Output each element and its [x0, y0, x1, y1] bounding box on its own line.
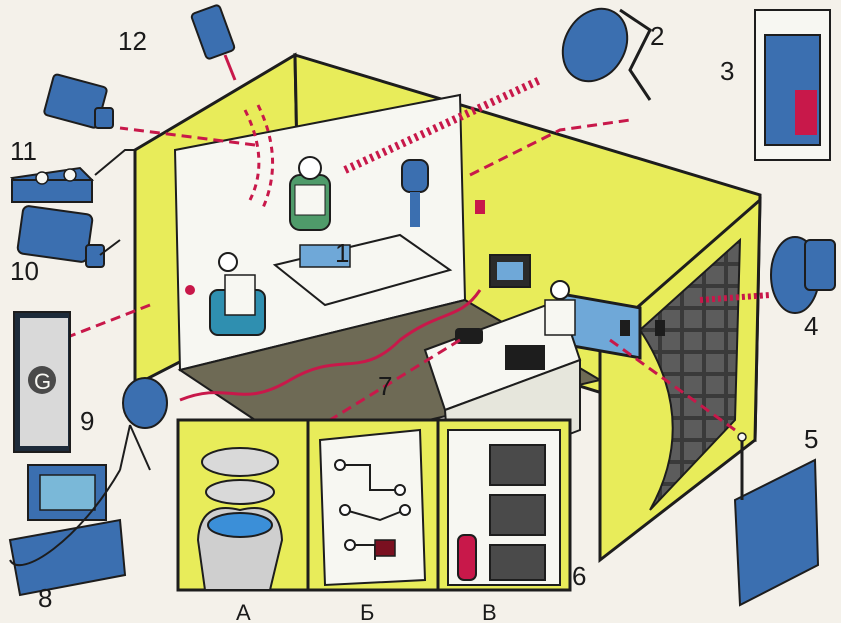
label-3: 3 [720, 56, 734, 86]
wall-bug-point [185, 285, 195, 295]
socket-bug-point [475, 200, 485, 214]
wall-socket-bug-icon [755, 10, 830, 160]
label-11: 11 [10, 136, 37, 166]
ceiling-camera-icon [191, 4, 236, 80]
label-8: 8 [38, 583, 52, 613]
label-v: В [482, 600, 497, 623]
label-4: 4 [804, 311, 818, 341]
dial-glyph: G [34, 369, 51, 394]
dish-antenna-icon [123, 378, 167, 428]
desk-lamp-icon [402, 160, 428, 192]
label-10: 10 [10, 256, 39, 286]
video-camera-icon [43, 74, 113, 129]
label-b: Б [360, 600, 374, 623]
label-9: 9 [80, 406, 94, 436]
label-2: 2 [650, 21, 664, 51]
label-12: 12 [118, 26, 147, 56]
parabolic-microphone-icon [771, 237, 835, 313]
cabinet-fire-inset [448, 430, 560, 585]
label-6: 6 [572, 561, 586, 591]
typewriter-icon [505, 345, 545, 370]
microphone-capsule-inset [198, 448, 282, 590]
circuit-board-inset [320, 430, 425, 585]
inset-panels [178, 420, 570, 590]
label-a: А [236, 600, 251, 623]
radio-receiver-icon [735, 433, 818, 605]
satellite-dish-icon [550, 0, 650, 100]
fire-extinguisher-icon [458, 535, 476, 580]
label-7: 7 [378, 371, 392, 401]
label-5: 5 [804, 424, 818, 454]
label-1: 1 [335, 238, 349, 268]
